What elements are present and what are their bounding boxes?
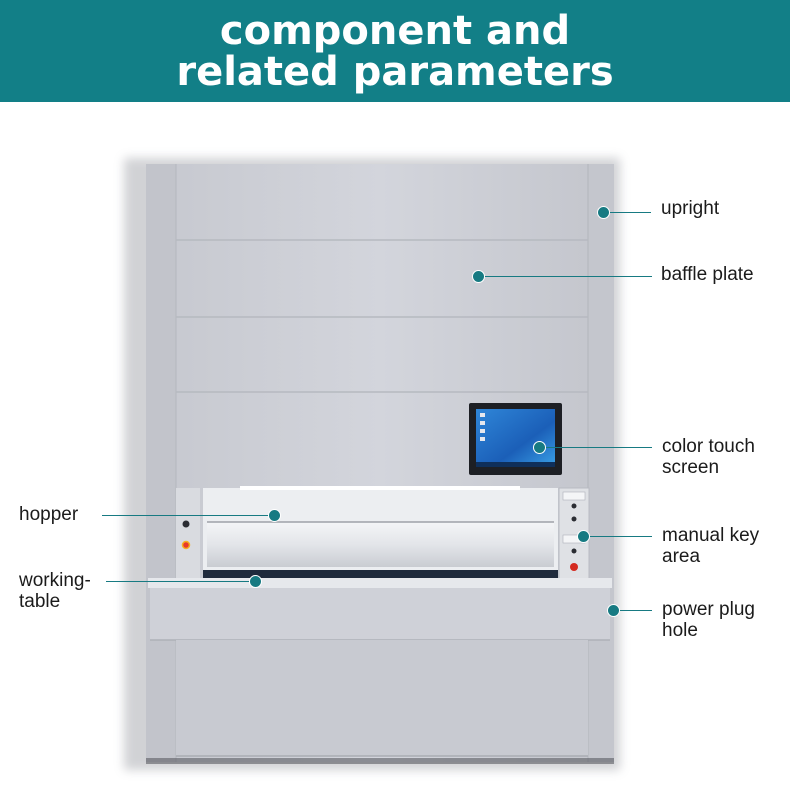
hopper-tray [207, 522, 554, 567]
dot-power-plug-hole [607, 604, 620, 617]
working-table-front [150, 588, 610, 640]
left-key-switch [182, 520, 190, 528]
left-frame [146, 164, 176, 762]
dot-baffle-plate [472, 270, 485, 283]
label-power-plug-hole-line-2: hole [662, 620, 698, 641]
lower-cabinet [176, 640, 588, 756]
left-control-panel [176, 488, 200, 580]
leader-hopper [102, 515, 274, 516]
label-baffle-plate: baffle plate [661, 264, 754, 285]
banner-title-line-1: component and [219, 8, 571, 54]
leader-color-touch-screen [541, 447, 652, 448]
label-manual-key-area: manual key area [662, 525, 759, 567]
left-indicator-light [181, 540, 191, 550]
label-hopper: hopper [19, 504, 79, 525]
label-upright: upright [661, 198, 720, 219]
label-manual-key-area-line-1: manual key [662, 525, 760, 546]
label-working-table-line-2: table [19, 591, 61, 612]
right-upright [588, 164, 614, 762]
leader-baffle-plate [480, 276, 652, 277]
hopper-base-strip [203, 570, 558, 578]
label-color-touch-screen-line-1: color touch [662, 436, 755, 457]
touch-screen-display [476, 409, 555, 467]
dot-hopper [268, 509, 281, 522]
dot-upright [597, 206, 610, 219]
base-shadow [146, 758, 614, 764]
title-banner: component and related parameters [0, 0, 790, 102]
label-working-table-line-1: working- [19, 570, 91, 591]
emergency-stop-button [570, 563, 578, 571]
hopper-light [240, 486, 520, 490]
label-manual-key-area-line-2: area [662, 546, 701, 567]
label-working-table: working- table [19, 570, 91, 612]
working-table-top [148, 578, 612, 588]
leader-manual-key-area [583, 536, 652, 537]
leader-upright [605, 212, 651, 213]
label-power-plug-hole: power plug hole [662, 599, 755, 641]
dot-manual-key-area [577, 530, 590, 543]
banner-title-line-2: related parameters [176, 49, 614, 95]
label-color-touch-screen: color touch screen [662, 436, 755, 478]
leader-power-plug-hole [614, 610, 652, 611]
label-power-plug-hole-line-1: power plug [662, 599, 755, 620]
label-color-touch-screen-line-2: screen [662, 457, 720, 478]
leader-working-table [106, 581, 254, 582]
dot-working-table [249, 575, 262, 588]
dot-color-touch-screen [533, 441, 546, 454]
